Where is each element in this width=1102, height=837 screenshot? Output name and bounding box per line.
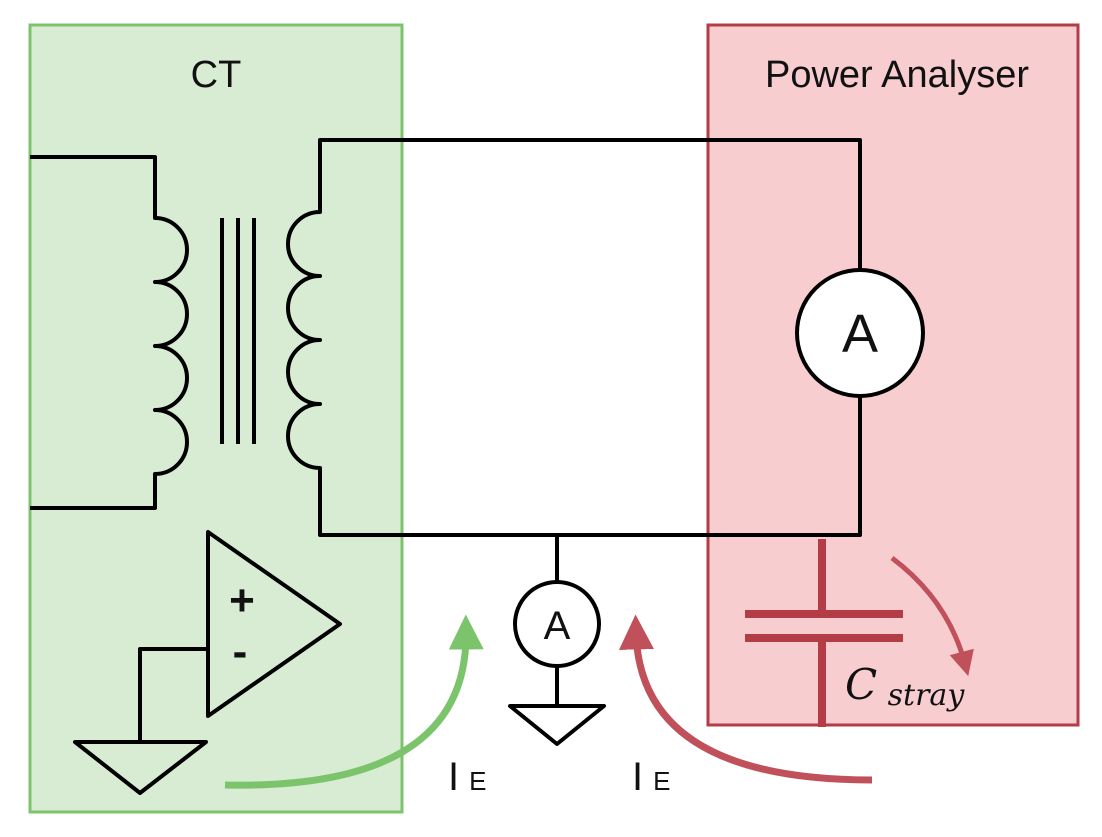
opamp-ground-wire bbox=[138, 647, 208, 742]
capacitor-label-main: C bbox=[845, 660, 877, 709]
red-current-arrow bbox=[618, 614, 873, 784]
green-current-label: I E bbox=[448, 754, 486, 799]
ct-block bbox=[28, 23, 404, 814]
ground-icon-ct bbox=[73, 740, 208, 795]
green-current-arrow bbox=[224, 614, 484, 789]
power-analyser-title: Power Analyser bbox=[765, 54, 1029, 96]
earth-ammeter: A bbox=[513, 580, 601, 668]
ct-title: CT bbox=[191, 54, 242, 96]
main-ammeter: A bbox=[795, 268, 925, 398]
opamp: + - bbox=[206, 530, 342, 718]
primary-winding bbox=[30, 155, 189, 510]
red-current-label-main: I bbox=[632, 755, 643, 799]
transformer-core bbox=[220, 218, 256, 444]
secondary-winding-loop bbox=[286, 138, 862, 537]
capacitor-label: C stray bbox=[845, 660, 965, 713]
green-current-label-main: I bbox=[448, 755, 459, 799]
capacitor-label-sub: stray bbox=[888, 678, 966, 713]
red-current-label-sub: E bbox=[653, 766, 670, 796]
stray-capacitor bbox=[745, 539, 903, 727]
stray-current-arrow bbox=[890, 556, 974, 677]
earth-ammeter-symbol: A bbox=[544, 604, 571, 648]
red-current-label: I E bbox=[632, 754, 670, 799]
opamp-minus-sign: - bbox=[233, 627, 248, 676]
opamp-plus-sign: + bbox=[229, 576, 255, 625]
ground-icon-center bbox=[508, 704, 606, 746]
main-ammeter-symbol: A bbox=[842, 304, 878, 364]
green-current-label-sub: E bbox=[469, 766, 486, 796]
